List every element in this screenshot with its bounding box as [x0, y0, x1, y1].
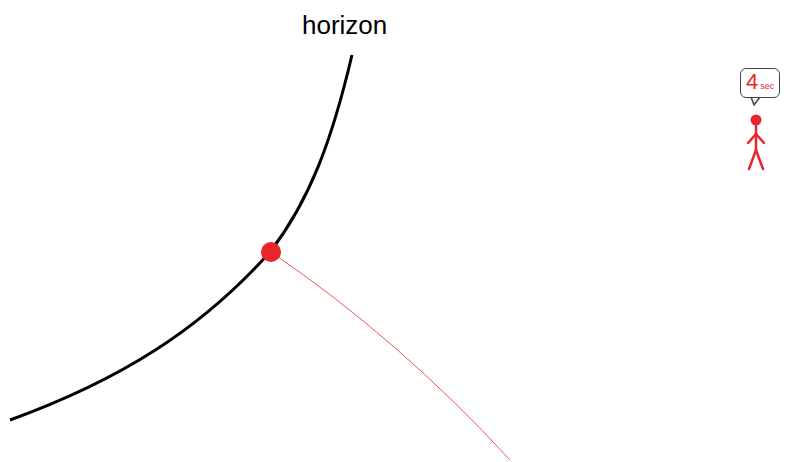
time-unit: sec — [760, 81, 774, 91]
bubble-tail — [751, 97, 760, 105]
trajectory-line — [271, 252, 510, 460]
horizon-curve — [10, 55, 352, 420]
time-number: 4 — [746, 70, 758, 94]
stick-figure — [748, 115, 764, 170]
horizon-label: horizon — [302, 10, 387, 41]
speech-bubble: 4sec — [740, 68, 780, 98]
red-dot — [261, 242, 281, 262]
